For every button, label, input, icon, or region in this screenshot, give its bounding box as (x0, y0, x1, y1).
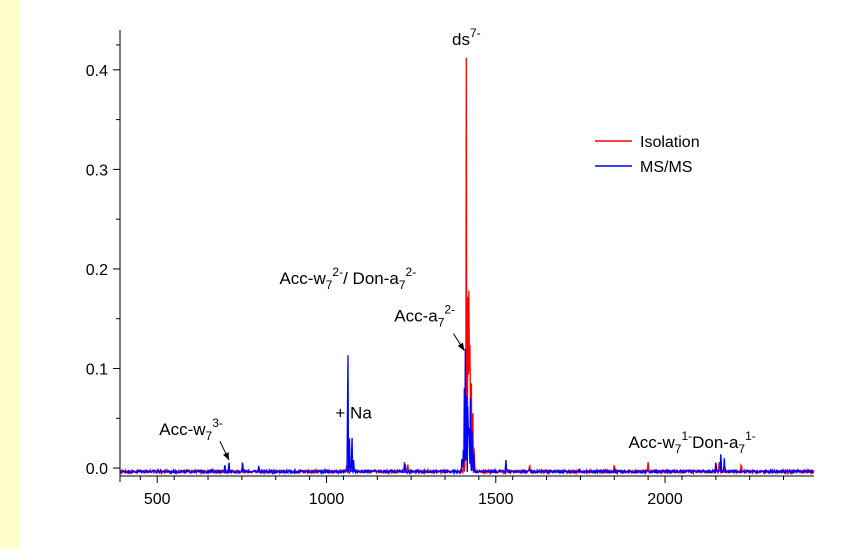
annotation-acc-w7-2-don-a7-2: Acc-w72-/ Don-a72- (279, 265, 416, 292)
legend-label-isolation: Isolation (640, 134, 700, 151)
series-line-ms-ms (119, 348, 814, 476)
legend: Isolation MS/MS (595, 134, 700, 176)
annotation-acc-w7-1-don-a7-1: Acc-w71-Don-a71- (628, 429, 755, 456)
annotation-na: + Na (335, 403, 372, 422)
spectrum-chart: 0.0 0.1 0.2 0.3 0.4 500 1000 1500 2000 ds7- Acc-w… (86, 26, 815, 508)
x-tick-label: 2000 (647, 491, 683, 508)
annotation-layer: ds7- Acc-w72-/ Don-a72- Acc-a72- + Na Acc-w7… (159, 26, 756, 461)
y-tick-label: 0.1 (86, 361, 108, 378)
chart-panel: 0.0 0.1 0.2 0.3 0.4 500 1000 1500 2000 ds7- Acc-w… (20, 0, 864, 549)
arrow-head (222, 452, 230, 461)
y-tick-label: 0.4 (86, 63, 108, 80)
legend-label-msms: MS/MS (640, 159, 692, 176)
y-tick-label: 0.2 (86, 262, 108, 279)
x-tick-label: 1000 (309, 491, 345, 508)
x-tick-label: 1500 (478, 491, 514, 508)
y-tick-label: 0.0 (86, 461, 108, 478)
y-tick-label: 0.3 (86, 162, 108, 179)
x-tick-label: 500 (144, 491, 171, 508)
series-layer (119, 57, 815, 476)
annotation-acc-w7-3: Acc-w73- (159, 416, 223, 443)
axes-group: 0.0 0.1 0.2 0.3 0.4 500 1000 1500 2000 (86, 30, 814, 508)
arrow-head (457, 342, 465, 351)
annotation-acc-a7-2: Acc-a72- (394, 303, 455, 330)
annotation-ds: ds7- (452, 26, 481, 49)
